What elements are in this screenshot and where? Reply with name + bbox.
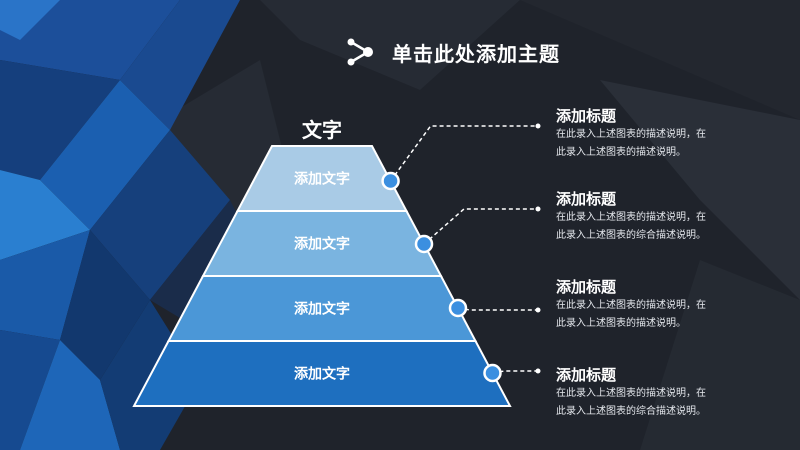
item-desc-2: 在此录入上述图表的描述说明，在 此录入上述图表的综合描述说明。 [556,209,742,245]
item-desc-3: 在此录入上述图表的描述说明，在 此录入上述图表的描述说明。 [556,297,742,333]
pyramid-layer-4 [132,340,512,407]
item-desc-3-line-2: 此录入上述图表的描述说明。 [556,318,686,329]
pyramid-top-label: 文字 [302,118,342,142]
connector-end-dot-1 [535,123,541,129]
connector-node-3 [448,298,468,318]
connector-line-1 [389,125,536,182]
item-title-4: 添加标题 [556,366,617,384]
item-desc-1: 在此录入上述图表的描述说明，在 此录入上述图表的描述说明。 [556,126,742,162]
item-title-3: 添加标题 [556,278,617,296]
item-desc-4: 在此录入上述图表的描述说明，在 此录入上述图表的综合描述说明。 [556,385,742,421]
connector-node-4 [483,363,502,383]
connector-node-2 [414,234,434,254]
item-desc-2-line-1: 在此录入上述图表的描述说明，在 [556,212,706,223]
page-title: 单击此处添加主题 [392,41,560,66]
item-desc-2-line-2: 此录入上述图表的综合描述说明。 [556,230,706,241]
connector-node-1 [381,171,400,191]
item-desc-4-line-2: 此录入上述图表的综合描述说明。 [556,406,706,417]
item-desc-1-line-2: 此录入上述图表的描述说明。 [556,147,686,158]
connector-line-2 [423,208,536,245]
pyramid-layer-label-3: 添加文字 [294,301,350,318]
connector-end-dot-3 [535,307,541,313]
item-desc-4-line-1: 在此录入上述图表的描述说明，在 [556,388,706,399]
item-title-1: 添加标题 [556,107,617,125]
pyramid-layer-label-2: 添加文字 [294,236,350,253]
item-desc-3-line-1: 在此录入上述图表的描述说明，在 [556,300,706,311]
connector-line-3 [457,307,536,311]
item-desc-1-line-1: 在此录入上述图表的描述说明，在 [556,129,706,140]
pyramid-layer-label-1: 添加文字 [294,171,350,188]
connector-end-dot-2 [535,206,541,212]
pyramid-layer-label-4: 添加文字 [294,366,350,383]
connector-end-dot-4 [535,368,541,374]
share-icon [347,38,373,66]
header: 单击此处添加主题 [342,30,560,74]
item-title-2: 添加标题 [556,190,617,208]
